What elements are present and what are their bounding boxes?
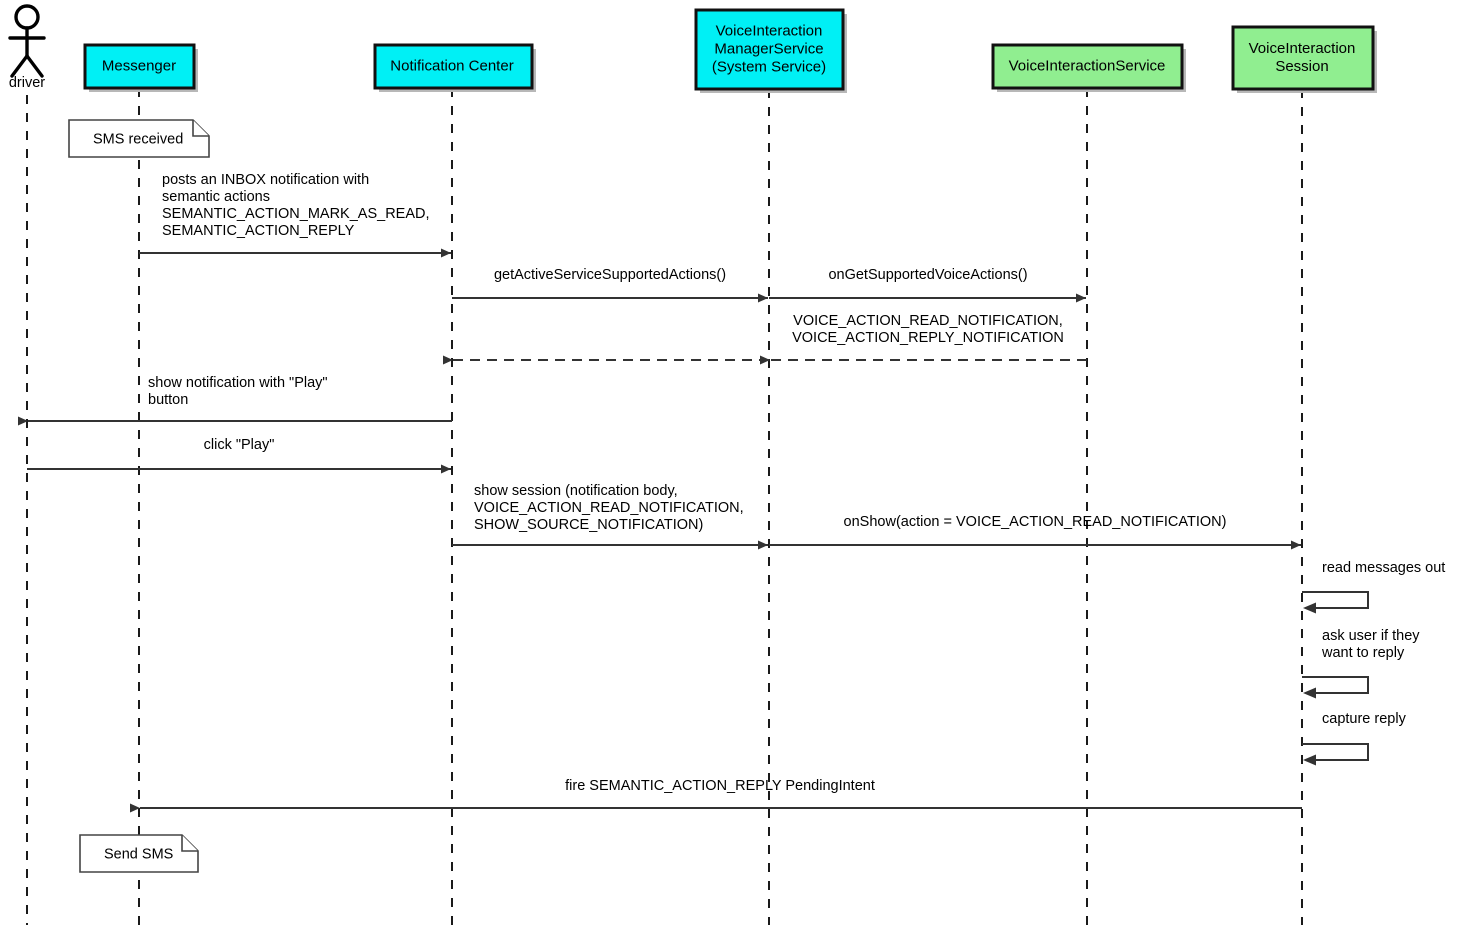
participant-box[interactable] <box>83 43 196 90</box>
self-call-label-line: ask user if they <box>1322 628 1420 644</box>
message-label-line: onShow(action = VOICE_ACTION_READ_NOTIFI… <box>844 514 1227 530</box>
message-label-line: onGetSupportedVoiceActions() <box>828 267 1027 283</box>
message-on-show[interactable]: onShow(action = VOICE_ACTION_READ_NOTIFI… <box>769 514 1301 550</box>
message-click-play[interactable]: click "Play" <box>27 437 451 474</box>
message-post-inbox-notification[interactable]: posts an INBOX notification withsemantic… <box>139 172 451 258</box>
self-call-path[interactable] <box>1302 743 1369 761</box>
messages-layer: posts an INBOX notification withsemantic… <box>18 172 1302 813</box>
message-show-session[interactable]: show session (notification body,VOICE_AC… <box>452 483 768 550</box>
message-label-line: SEMANTIC_ACTION_MARK_AS_READ, <box>162 206 430 222</box>
message-label-line: VOICE_ACTION_REPLY_NOTIFICATION <box>792 330 1064 346</box>
self-call-capture-reply[interactable]: capture reply <box>1302 711 1407 766</box>
note-fold-corner <box>192 120 209 137</box>
self-call-arrowhead <box>1303 687 1316 699</box>
lifelines-layer <box>26 88 1303 925</box>
message-label-line: fire SEMANTIC_ACTION_REPLY PendingIntent <box>565 778 875 794</box>
self-call-label-line: capture reply <box>1322 711 1407 727</box>
participant-box[interactable] <box>694 8 845 91</box>
actor-layer: driver <box>8 4 46 91</box>
actor-leg-right <box>25 54 44 78</box>
self-call-label-line: read messages out <box>1322 560 1445 576</box>
participant-box[interactable] <box>1231 25 1375 91</box>
message-label-line: button <box>148 392 188 408</box>
message-show-notification-with-play-button[interactable]: show notification with "Play"button <box>18 375 452 426</box>
note-send-sms: Send SMS <box>79 834 199 873</box>
message-on-get-supported-voice-actions[interactable]: onGetSupportedVoiceActions() <box>769 267 1086 303</box>
note-label-line: SMS received <box>93 132 183 148</box>
message-label-line: show notification with "Play" <box>148 375 328 391</box>
message-label-line: semantic actions <box>162 189 270 205</box>
self-call-path[interactable] <box>1302 591 1369 609</box>
message-label-line: click "Play" <box>204 437 275 453</box>
self-call-arrowhead <box>1303 602 1316 614</box>
self-call-path[interactable] <box>1302 676 1369 694</box>
participant-label-line: (System Service) <box>712 58 826 75</box>
self-call-arrowhead <box>1303 754 1316 766</box>
message-label-line: SHOW_SOURCE_NOTIFICATION) <box>474 517 703 533</box>
note-body <box>68 119 210 158</box>
participant-messenger[interactable]: Messenger <box>83 43 198 92</box>
participant-label-line: Notification Center <box>390 57 513 74</box>
participant-notification-center[interactable]: Notification Center <box>373 43 536 92</box>
participant-box[interactable] <box>373 43 534 90</box>
message-return-supported-voice-actions[interactable]: VOICE_ACTION_READ_NOTIFICATION,VOICE_ACT… <box>760 313 1087 365</box>
message-label-line: getActiveServiceSupportedActions() <box>494 267 726 283</box>
self-call-read-messages-out[interactable]: read messages out <box>1302 560 1445 614</box>
message-get-active-service-supported-actions[interactable]: getActiveServiceSupportedActions() <box>452 267 768 303</box>
note-body <box>79 834 199 873</box>
message-label-line: VOICE_ACTION_READ_NOTIFICATION, <box>793 313 1063 329</box>
participants-layer: Messenger Notification Center VoiceInterac… <box>83 8 1377 93</box>
participant-voiceinteraction-service[interactable]: VoiceInteractionService <box>991 43 1186 92</box>
participant-label-line: VoiceInteractionService <box>1009 57 1166 74</box>
participant-label-line: VoiceInteraction <box>1249 40 1356 57</box>
self-call-label-line: want to reply <box>1321 645 1405 661</box>
participant-label-line: ManagerService <box>714 40 823 57</box>
participant-label-line: Messenger <box>102 57 176 74</box>
actor-leg-left <box>10 54 29 78</box>
message-fire-semantic-action-reply-pending-intent[interactable]: fire SEMANTIC_ACTION_REPLY PendingIntent <box>130 778 1302 813</box>
actor-label: driver <box>9 75 45 91</box>
participant-label-line: Session <box>1275 58 1328 75</box>
message-label-line: posts an INBOX notification with <box>162 172 369 188</box>
note-label-line: Send SMS <box>104 847 173 863</box>
note-sms-received: SMS received <box>68 119 210 158</box>
actor-head-icon <box>14 4 40 30</box>
message-label-line: VOICE_ACTION_READ_NOTIFICATION, <box>474 500 744 516</box>
message-label-line: SEMANTIC_ACTION_REPLY <box>162 223 355 239</box>
note-fold-corner <box>181 835 198 852</box>
message-label-line: show session (notification body, <box>474 483 678 499</box>
actor-driver: driver <box>8 4 46 91</box>
participant-box[interactable] <box>991 43 1184 90</box>
participant-label-line: VoiceInteraction <box>716 22 823 39</box>
